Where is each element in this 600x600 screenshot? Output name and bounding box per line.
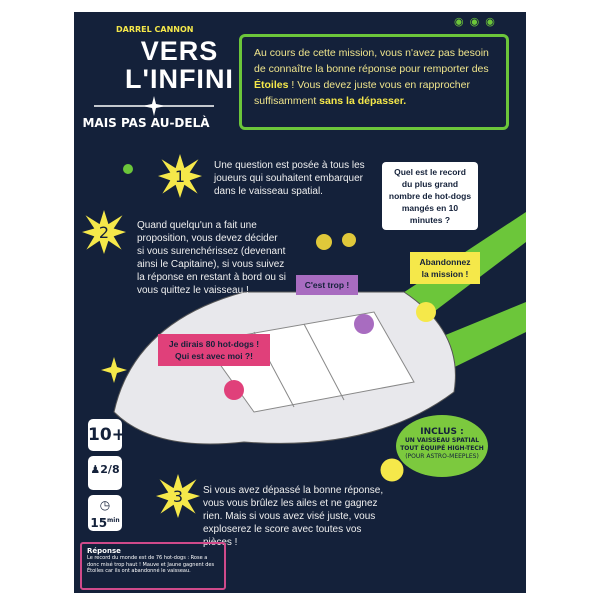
- step-1-text: Une question est posée à tous les joueur…: [214, 160, 365, 197]
- time-unit: min: [107, 517, 120, 524]
- players-badge: ♟2/8: [88, 456, 122, 490]
- star-line-icon: [94, 96, 214, 116]
- purple-meeple: [354, 314, 374, 334]
- inclus-title: INCLUS :: [420, 427, 464, 437]
- inclus-line: (POUR ASTRO-MEEPLES): [405, 453, 479, 460]
- sparkle: [101, 357, 127, 383]
- age-badge: 10+: [88, 419, 126, 451]
- players-max: 8: [111, 463, 120, 476]
- clock-icon: ◷: [99, 498, 111, 512]
- intro-bold: sans la dépasser.: [319, 95, 407, 107]
- step-3-text: Si vous avez dépassé la bonne réponse, v…: [203, 485, 384, 548]
- yellow-meeple: [416, 302, 436, 322]
- step-2-text: Quand quelqu'un a fait une proposition, …: [137, 220, 286, 296]
- planet: [123, 164, 133, 174]
- signal-icons: ◉◉◉: [454, 15, 501, 28]
- inclus-line: UN VAISSEAU SPATIAL: [404, 437, 480, 444]
- purple-speech-bubble: C'est trop !: [296, 275, 358, 295]
- title-line-2: L'INFINI: [125, 64, 234, 94]
- intro-stars: Étoiles: [254, 79, 289, 91]
- pink-meeple: [224, 380, 244, 400]
- players-min: 2: [100, 463, 108, 476]
- answer-text: Le record du monde est de 76 hot-dogs : …: [87, 555, 215, 574]
- star-coin: [379, 457, 405, 483]
- game-subtitle: MAIS PAS AU-DELÀ: [82, 116, 210, 130]
- coin: [316, 234, 332, 250]
- yellow-speech-bubble: Abandonnez la mission !: [410, 252, 480, 284]
- question-bubble: Quel est le record du plus grand nombre …: [382, 162, 478, 230]
- pink-speech-bubble: Je dirais 80 hot-dogs ! Qui est avec moi…: [158, 334, 270, 366]
- intro-text-2: ! Vous devez juste vous en rapprocher su…: [254, 79, 470, 107]
- intro-text: Au cours de cette mission, vous n'avez p…: [254, 47, 489, 75]
- coin: [342, 233, 356, 247]
- time-value: 15: [90, 516, 108, 530]
- inclus-line: TOUT ÉQUIPÉ HIGH-TECH: [400, 445, 484, 452]
- title-line-1: VERS: [140, 36, 219, 66]
- tray-divider: [303, 323, 345, 401]
- author: DARREL CANNON: [116, 25, 194, 34]
- intro-panel: Au cours de cette mission, vous n'avez p…: [239, 34, 509, 130]
- answer-title: Réponse: [87, 547, 121, 555]
- players-icon: ♟: [90, 463, 101, 476]
- time-badge: ◷ 15min: [88, 495, 122, 531]
